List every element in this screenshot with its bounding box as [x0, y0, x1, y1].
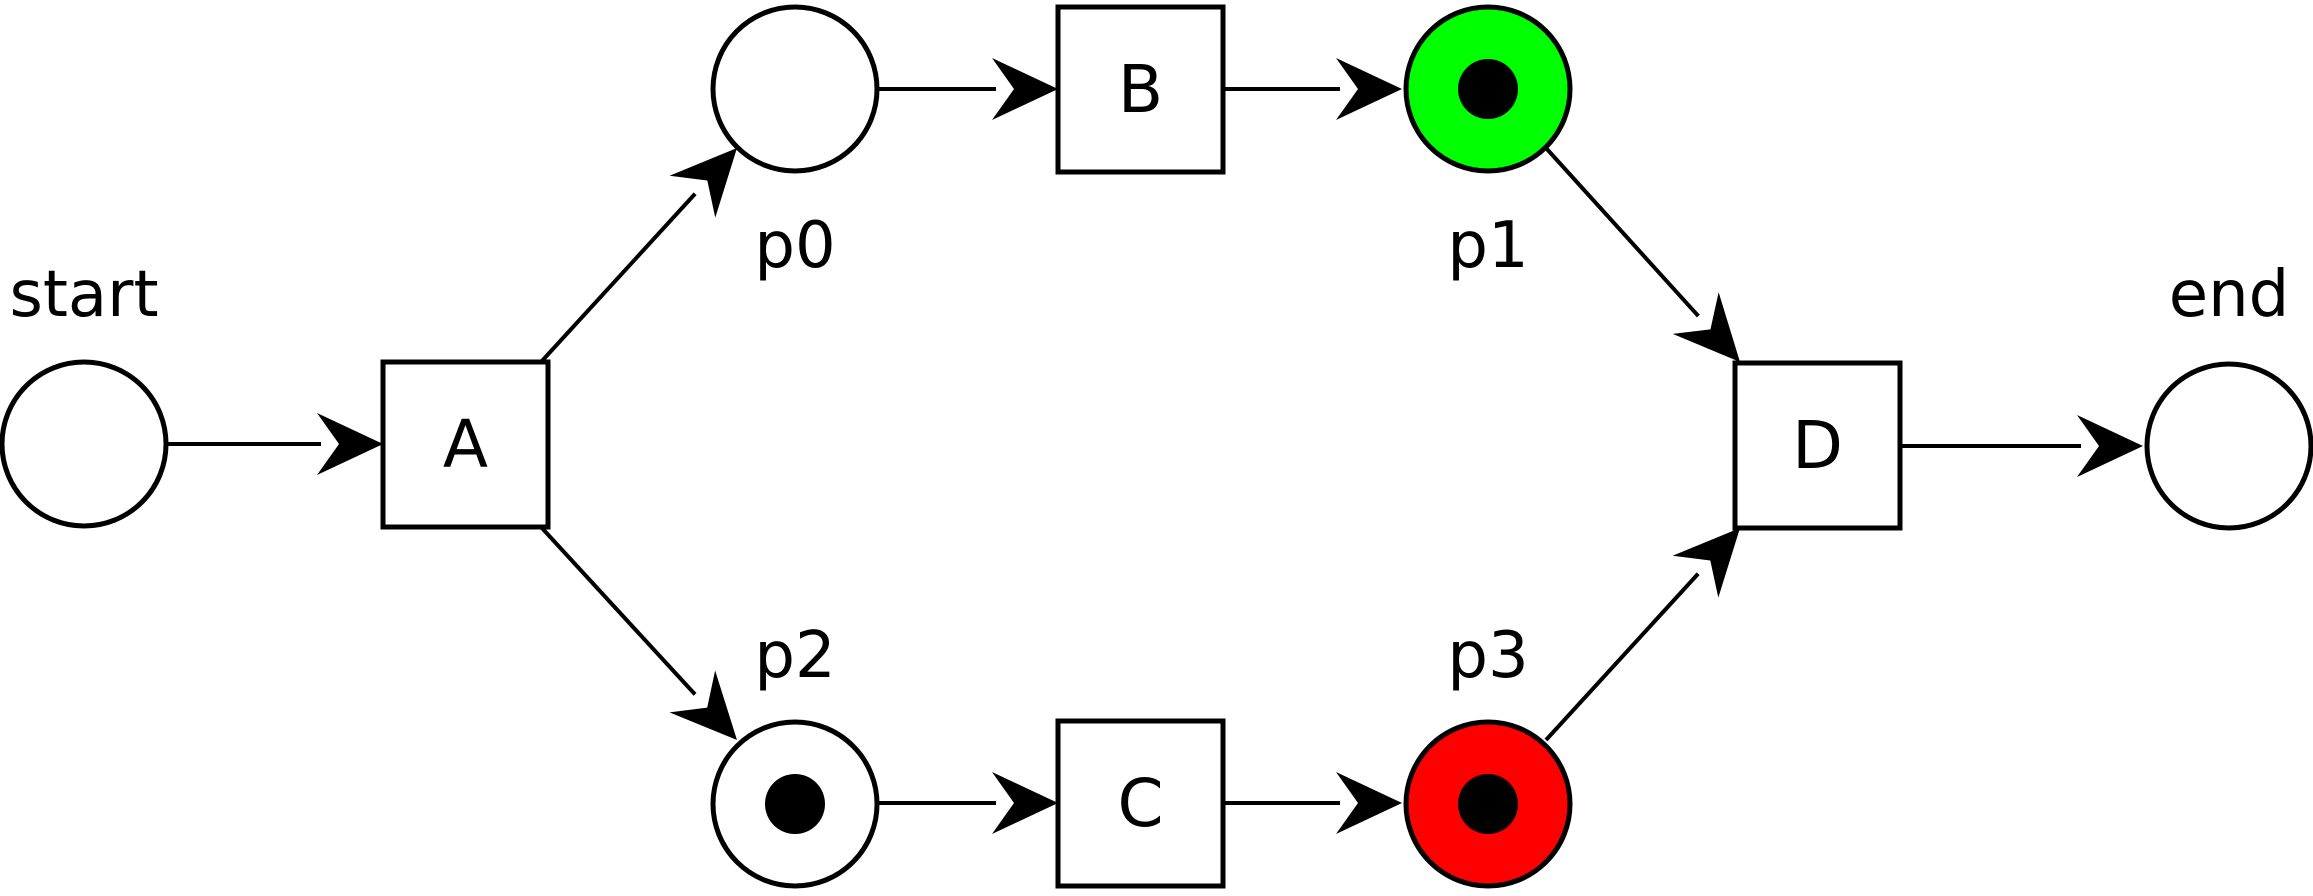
place-p0[interactable]: p0	[710, 4, 880, 283]
transition-A-label: A	[443, 406, 488, 483]
transition-D[interactable]: D	[1732, 360, 1903, 531]
arcs-group	[168, 58, 2143, 834]
arc-start-to-A	[168, 413, 383, 475]
transition-C[interactable]: C	[1055, 718, 1226, 889]
place-end[interactable]: end	[2144, 258, 2313, 531]
arc-p3-to-D	[1544, 528, 1740, 742]
arc-D-to-end	[1900, 415, 2143, 477]
transition-C-label: C	[1117, 765, 1163, 842]
transition-B-label: B	[1118, 51, 1163, 128]
arrowhead	[1672, 528, 1740, 598]
place-p0-circle	[710, 4, 880, 174]
arc-C-to-p3	[1223, 772, 1402, 834]
place-p1[interactable]: p1	[1403, 4, 1573, 283]
place-p2[interactable]: p2	[710, 619, 880, 889]
arc-A-to-p2	[539, 525, 737, 740]
arrowhead	[1336, 772, 1402, 834]
transition-D-label: D	[1792, 407, 1843, 484]
place-start-circle	[0, 359, 169, 529]
arrowhead	[2077, 415, 2143, 477]
place-p3[interactable]: p3	[1403, 619, 1573, 889]
place-start-label: start	[9, 258, 158, 332]
place-start[interactable]: start	[0, 258, 169, 529]
place-end-label: end	[2169, 258, 2290, 332]
arc-p1-to-D	[1544, 146, 1740, 362]
arc-line	[539, 192, 697, 364]
place-p2-label: p2	[754, 619, 835, 693]
place-p3-label: p3	[1447, 619, 1528, 693]
transition-A[interactable]: A	[380, 359, 551, 530]
arrowhead	[669, 148, 737, 218]
transition-D-box	[1732, 360, 1903, 531]
transition-B[interactable]: B	[1055, 4, 1226, 175]
place-p1-label: p1	[1447, 209, 1528, 283]
transition-C-box	[1055, 718, 1226, 889]
transition-A-box	[380, 359, 551, 530]
arrowhead	[1672, 292, 1740, 362]
place-p3-token	[1458, 774, 1518, 834]
place-p2-token	[765, 774, 825, 834]
arrowhead	[992, 58, 1058, 120]
arrowhead	[992, 772, 1058, 834]
arc-p2-to-C	[879, 772, 1058, 834]
arrowhead	[669, 670, 737, 740]
arc-line	[539, 525, 697, 696]
arrowhead	[1336, 58, 1402, 120]
arc-line	[1544, 146, 1700, 318]
place-p1-token	[1458, 59, 1518, 119]
arc-line	[1544, 572, 1700, 742]
arc-A-to-p0	[539, 148, 737, 364]
arrowhead	[317, 413, 383, 475]
place-end-circle	[2144, 361, 2313, 531]
transition-B-box	[1055, 4, 1226, 175]
place-p0-label: p0	[754, 209, 835, 283]
arc-B-to-p1	[1223, 58, 1402, 120]
arc-p0-to-B	[879, 58, 1058, 120]
